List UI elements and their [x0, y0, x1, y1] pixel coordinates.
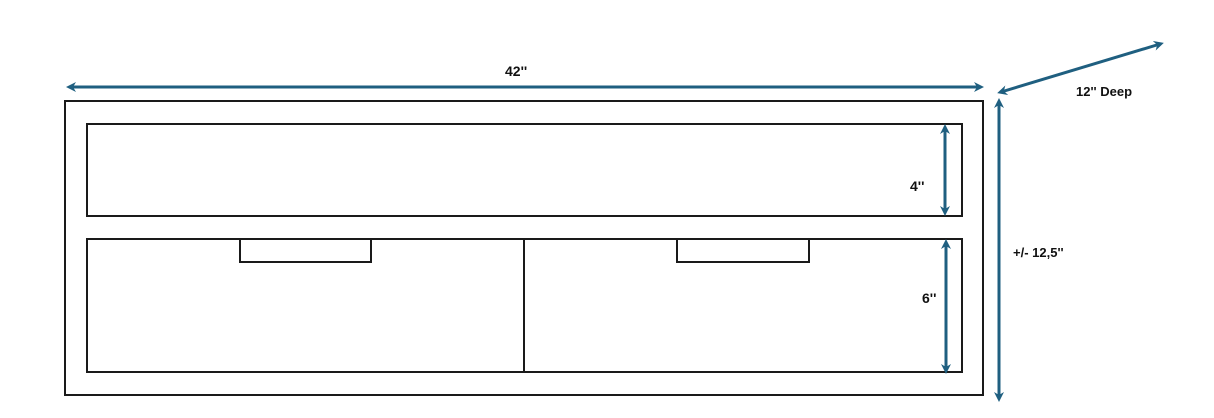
depth-dimension-arrow: [997, 40, 1164, 96]
shelf-height-label: 4'': [910, 178, 925, 194]
top-shelf: [86, 123, 963, 217]
height-label: +/- 12,5'': [1013, 245, 1064, 260]
width-label: 42'': [505, 63, 528, 79]
outer-frame: [64, 100, 984, 396]
right-drawer-handle: [676, 238, 810, 263]
depth-label: 12'' Deep: [1076, 84, 1133, 99]
drawer-height-label: 6'': [922, 290, 937, 306]
left-drawer-handle: [239, 238, 372, 263]
